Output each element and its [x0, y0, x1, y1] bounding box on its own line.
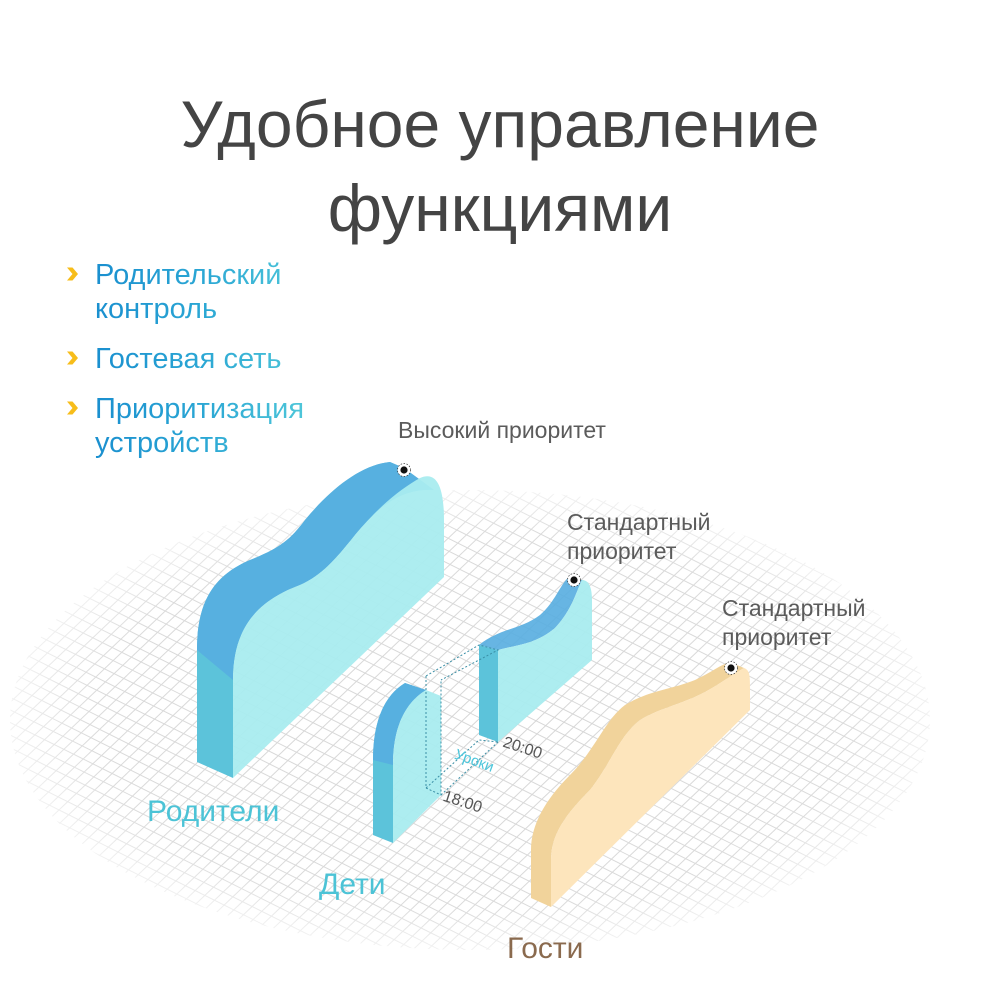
priority-marker-dot — [397, 463, 411, 477]
priority-label-text: Стандартный — [722, 595, 866, 621]
group-label-guests: Гости — [507, 932, 584, 965]
kids-priority-label: Стандартный приоритет — [567, 508, 711, 566]
guests-priority-label: Стандартный приоритет — [722, 594, 866, 652]
priority-label-text-line2: приоритет — [567, 538, 677, 564]
chevron-right-icon — [67, 267, 78, 281]
parents-priority-label: Высокий приоритет — [398, 416, 606, 445]
lesson-time-gap — [425, 644, 500, 796]
guests-wall — [531, 661, 750, 907]
feature-item-parental-control: Родительский контроль — [64, 258, 304, 326]
feature-item-device-priority: Приоритизация устройств — [64, 392, 304, 460]
priority-label-text: Стандартный — [567, 509, 711, 535]
group-label-parents: Родители — [147, 795, 280, 828]
parents-wall — [197, 462, 444, 778]
priority-label-text-line2: приоритет — [722, 624, 832, 650]
kids-wall — [373, 573, 592, 843]
group-label-kids: Дети — [319, 868, 386, 901]
priority-marker-dot — [724, 661, 738, 675]
priority-label-text: Высокий приоритет — [398, 417, 606, 443]
chevron-right-icon — [67, 401, 78, 415]
priority-marker-dot — [567, 573, 581, 587]
